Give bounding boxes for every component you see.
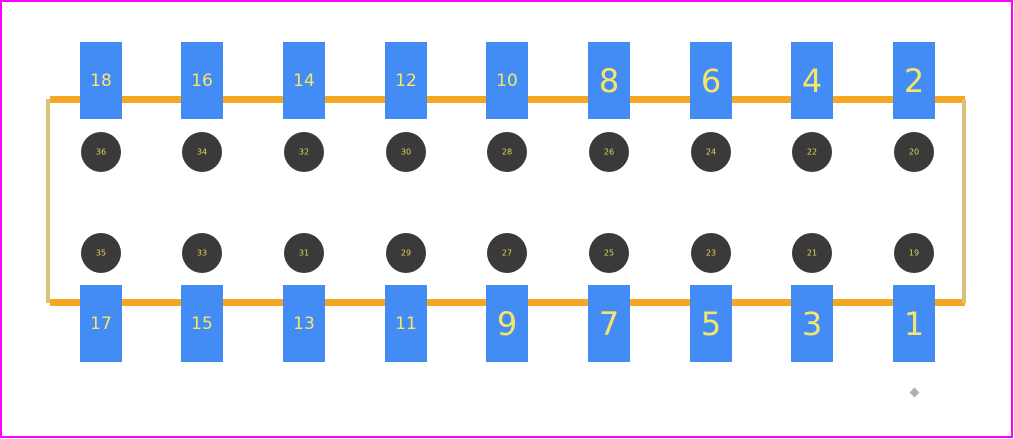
bottom-pad-label: 15: [191, 314, 213, 334]
hole-label: 36: [96, 148, 106, 157]
top-pad-label: 18: [90, 71, 112, 91]
bottom-pad-11: [385, 285, 427, 362]
hole-31: [284, 233, 324, 273]
hole-label: 23: [706, 249, 716, 258]
bottom-pad-row: 17 15 13 11 9 7 5 3 1: [80, 285, 935, 362]
hole-label: 34: [197, 148, 207, 157]
top-pad-10: [486, 42, 528, 119]
top-pad-2: [893, 42, 935, 119]
hole-label: 25: [604, 249, 614, 258]
hole-34: [182, 132, 222, 172]
hole-label: 33: [197, 249, 207, 258]
hole-19: [894, 233, 934, 273]
hole-label: 35: [96, 249, 106, 258]
top-pad-4: [791, 42, 833, 119]
top-pad-label: 10: [496, 71, 518, 91]
top-pad-label: 12: [395, 71, 417, 91]
top-pad-label: 16: [191, 71, 213, 91]
hole-25: [589, 233, 629, 273]
hole-24: [691, 132, 731, 172]
bottom-pad-label: 1: [904, 305, 924, 343]
top-pad-label: 6: [701, 62, 721, 100]
hole-label: 19: [909, 249, 919, 258]
hole-35: [81, 233, 121, 273]
outline-left-edge: [46, 99, 50, 303]
bottom-pad-label: 7: [599, 305, 619, 343]
bottom-pad-7: [588, 285, 630, 362]
bottom-pad-label: 13: [293, 314, 315, 334]
hole-21: [792, 233, 832, 273]
bottom-pad-13: [283, 285, 325, 362]
bottom-pad-1: [893, 285, 935, 362]
hole-label: 32: [299, 148, 309, 157]
hole-label: 24: [706, 148, 716, 157]
bottom-pad-label: 5: [701, 305, 721, 343]
hole-label: 26: [604, 148, 614, 157]
bottom-pad-label: 3: [802, 305, 822, 343]
hole-20: [894, 132, 934, 172]
top-pad-label: 14: [293, 71, 315, 91]
hole-23: [691, 233, 731, 273]
top-pad-label: 4: [802, 62, 822, 100]
hole-label: 31: [299, 249, 309, 258]
top-pad-16: [181, 42, 223, 119]
outline-right-edge: [962, 99, 966, 303]
top-pad-12: [385, 42, 427, 119]
top-pad-6: [690, 42, 732, 119]
bottom-pad-label: 17: [90, 314, 112, 334]
hole-32: [284, 132, 324, 172]
hole-33: [182, 233, 222, 273]
bottom-pad-17: [80, 285, 122, 362]
hole-28: [487, 132, 527, 172]
hole-label: 29: [401, 249, 411, 258]
hole-label: 27: [502, 249, 512, 258]
bottom-hole-row: 35 33 31 29 27 25 23 21 19: [81, 233, 934, 273]
hole-36: [81, 132, 121, 172]
hole-22: [792, 132, 832, 172]
origin-marker: [909, 387, 920, 398]
component-outline: [46, 96, 966, 306]
top-pad-8: [588, 42, 630, 119]
hole-30: [386, 132, 426, 172]
bottom-pad-3: [791, 285, 833, 362]
top-pad-row: 18 16 14 12 10 8 6 4 2: [80, 42, 935, 119]
top-pad-14: [283, 42, 325, 119]
bottom-pad-15: [181, 285, 223, 362]
top-hole-row: 36 34 32 30 28 26 24 22 20: [81, 132, 934, 172]
hole-label: 21: [807, 249, 817, 258]
hole-label: 20: [909, 148, 919, 157]
hole-27: [487, 233, 527, 273]
hole-label: 28: [502, 148, 512, 157]
bottom-pad-9: [486, 285, 528, 362]
top-pad-label: 2: [904, 62, 924, 100]
hole-label: 30: [401, 148, 411, 157]
origin-marker-diamond: [909, 387, 920, 398]
bottom-pad-label: 9: [497, 305, 517, 343]
bottom-pad-5: [690, 285, 732, 362]
hole-29: [386, 233, 426, 273]
bottom-pad-label: 11: [395, 314, 417, 334]
hole-26: [589, 132, 629, 172]
hole-label: 22: [807, 148, 817, 157]
top-pad-label: 8: [599, 62, 619, 100]
top-pad-18: [80, 42, 122, 119]
